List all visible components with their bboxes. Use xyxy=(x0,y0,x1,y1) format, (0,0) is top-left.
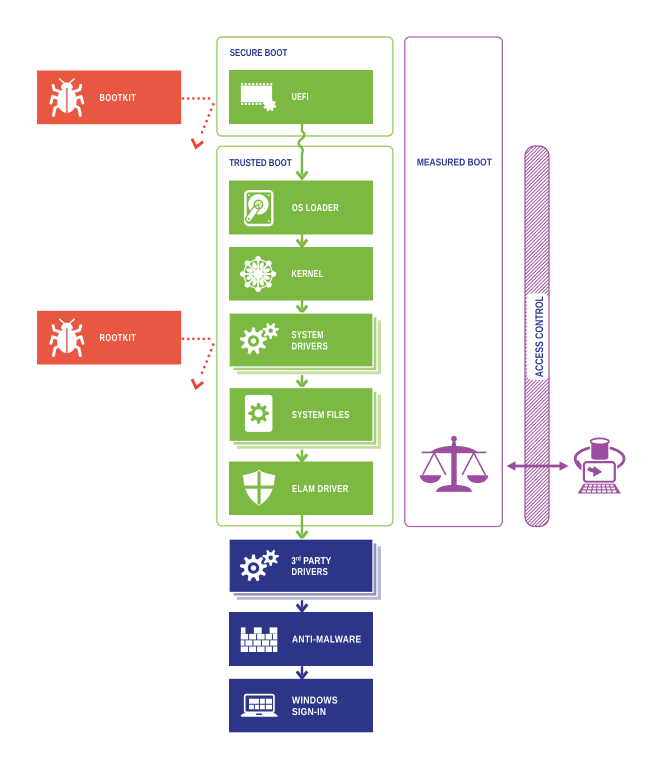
svg-text:DRIVERS: DRIVERS xyxy=(292,567,329,578)
svg-text:SYSTEM FILES: SYSTEM FILES xyxy=(292,410,350,421)
svg-text:SIGN-IN: SIGN-IN xyxy=(292,707,326,718)
svg-text:ACCESS CONTROL: ACCESS CONTROL xyxy=(534,296,546,377)
svg-text:UEFI: UEFI xyxy=(292,92,309,103)
svg-text:rd: rd xyxy=(296,556,301,563)
svg-text:ELAM DRIVER: ELAM DRIVER xyxy=(292,484,349,495)
svg-text:KERNEL: KERNEL xyxy=(292,269,324,280)
svg-text:SYSTEM: SYSTEM xyxy=(292,330,324,341)
svg-text:WINDOWS: WINDOWS xyxy=(292,696,338,707)
svg-text:DRIVERS: DRIVERS xyxy=(292,341,329,352)
svg-text:3: 3 xyxy=(292,556,297,567)
svg-text:MEASURED BOOT: MEASURED BOOT xyxy=(417,157,492,168)
svg-text:TRUSTED BOOT: TRUSTED BOOT xyxy=(229,158,292,169)
svg-text:PARTY: PARTY xyxy=(303,556,331,567)
svg-text:ANTI-MALWARE: ANTI-MALWARE xyxy=(292,635,362,646)
svg-text:OS LOADER: OS LOADER xyxy=(292,203,339,214)
svg-text:ROOTKIT: ROOTKIT xyxy=(100,333,137,344)
svg-text:SECURE BOOT: SECURE BOOT xyxy=(230,48,287,59)
svg-text:BOOTKIT: BOOTKIT xyxy=(100,93,137,104)
